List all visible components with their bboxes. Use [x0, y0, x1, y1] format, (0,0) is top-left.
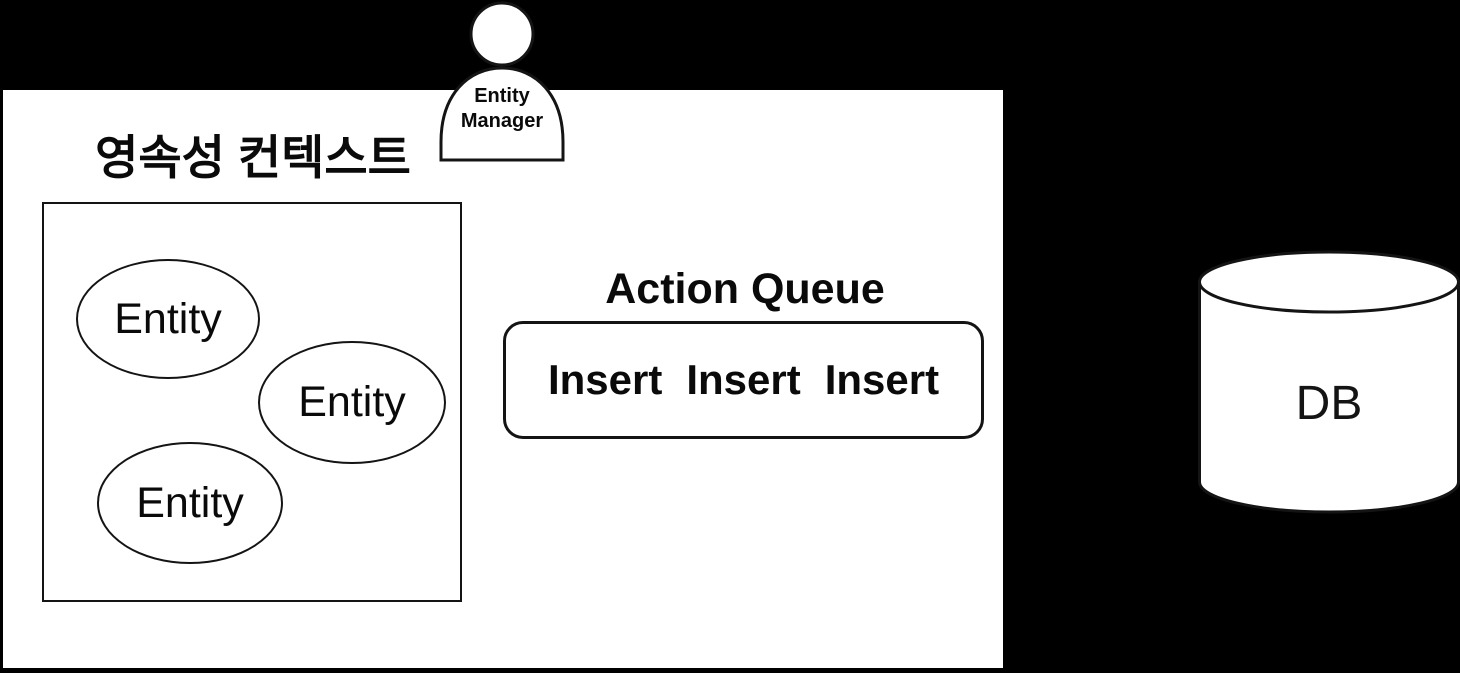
- entity-ellipse-3: Entity: [97, 442, 283, 564]
- queue-item-insert-1: Insert: [547, 356, 663, 403]
- action-queue-title: Action Queue: [605, 265, 885, 313]
- entity-ellipse-2: Entity: [258, 341, 446, 464]
- entity-manager-label-line1: Entity: [474, 85, 530, 107]
- persistence-context-title: 영속성 컨텍스트: [95, 131, 411, 184]
- database-cylinder-icon: [1198, 250, 1460, 514]
- entity-manager-label-line2: Manager: [460, 110, 544, 132]
- entity-manager-label: Entity Manager: [437, 84, 567, 134]
- action-queue-box: Insert Insert Insert: [503, 321, 984, 439]
- database-cylinder-body: [1198, 280, 1460, 514]
- entity-manager-person-icon: [439, 1, 565, 162]
- entity-label-3: Entity: [136, 478, 244, 527]
- entity-label-1: Entity: [114, 294, 222, 343]
- database-cylinder-top: [1198, 250, 1460, 314]
- person-body-icon: [439, 66, 565, 162]
- queue-item-insert-2: Insert: [686, 356, 801, 403]
- entity-label-2: Entity: [298, 378, 406, 426]
- entity-ellipse-1: Entity: [76, 259, 260, 379]
- queue-item-insert-3: Insert: [824, 356, 940, 403]
- database-label: DB: [1295, 377, 1363, 430]
- person-head-icon: [469, 1, 535, 67]
